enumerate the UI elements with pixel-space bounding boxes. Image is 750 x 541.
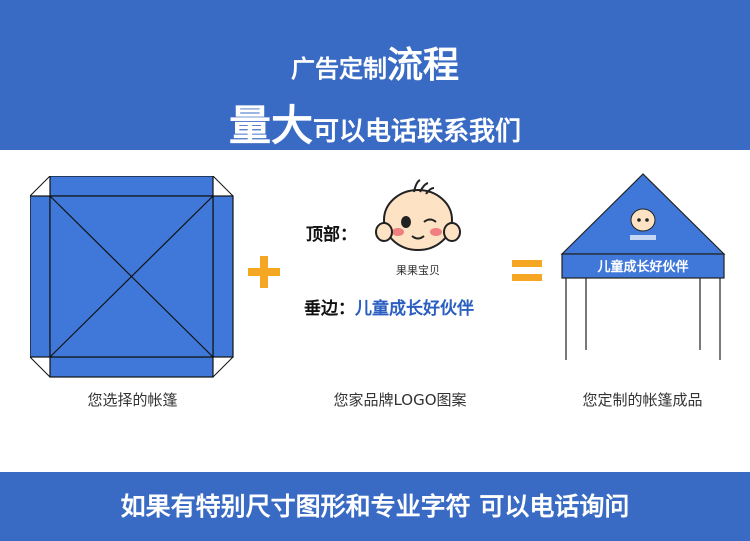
slogan-text: 儿童成长好伙伴 <box>355 299 474 319</box>
footer-text: 如果有特别尺寸图形和专业字符 可以电话询问 <box>120 492 630 521</box>
subtitle-small-text: 可以电话联系我们 <box>313 117 522 147</box>
footer-banner <box>0 472 750 541</box>
page-title: 广告定制流程 <box>0 36 750 88</box>
page-subtitle: 量大可以电话联系我们 <box>0 92 750 153</box>
subtitle-big-text: 量大 <box>228 101 313 150</box>
valance-text: 儿童成长好伙伴 <box>596 259 688 275</box>
tent-flap-bottom <box>49 356 214 378</box>
tent-valance <box>561 253 725 279</box>
top-label: 顶部： <box>306 225 357 245</box>
title-big-text: 流程 <box>386 45 459 86</box>
finished-tent-illustration: 儿童成长好伙伴 <box>560 173 726 360</box>
plus-icon <box>248 256 280 288</box>
tent-flap-right <box>212 195 234 358</box>
equals-icon <box>512 260 542 281</box>
title-small-text: 广告定制 <box>290 55 387 83</box>
bottom-label-text: 垂边： <box>304 299 355 319</box>
tent-layout-diagram <box>30 176 234 378</box>
header-banner <box>0 0 750 150</box>
mascot-brand-text: 果果宝贝 <box>396 263 440 277</box>
bottom-label: 垂边：儿童成长好伙伴 <box>304 294 474 319</box>
tent-flap-top <box>49 176 214 197</box>
tent-roof-mascot <box>630 208 656 240</box>
step-3-caption: 您定制的帐篷成品 <box>582 391 703 409</box>
step-1-caption: 您选择的帐篷 <box>87 391 178 409</box>
step-2-caption: 您家品牌LOGO图案 <box>333 391 467 409</box>
tent-flap-left <box>30 195 51 358</box>
mascot-logo: 果果宝贝 <box>375 179 461 277</box>
